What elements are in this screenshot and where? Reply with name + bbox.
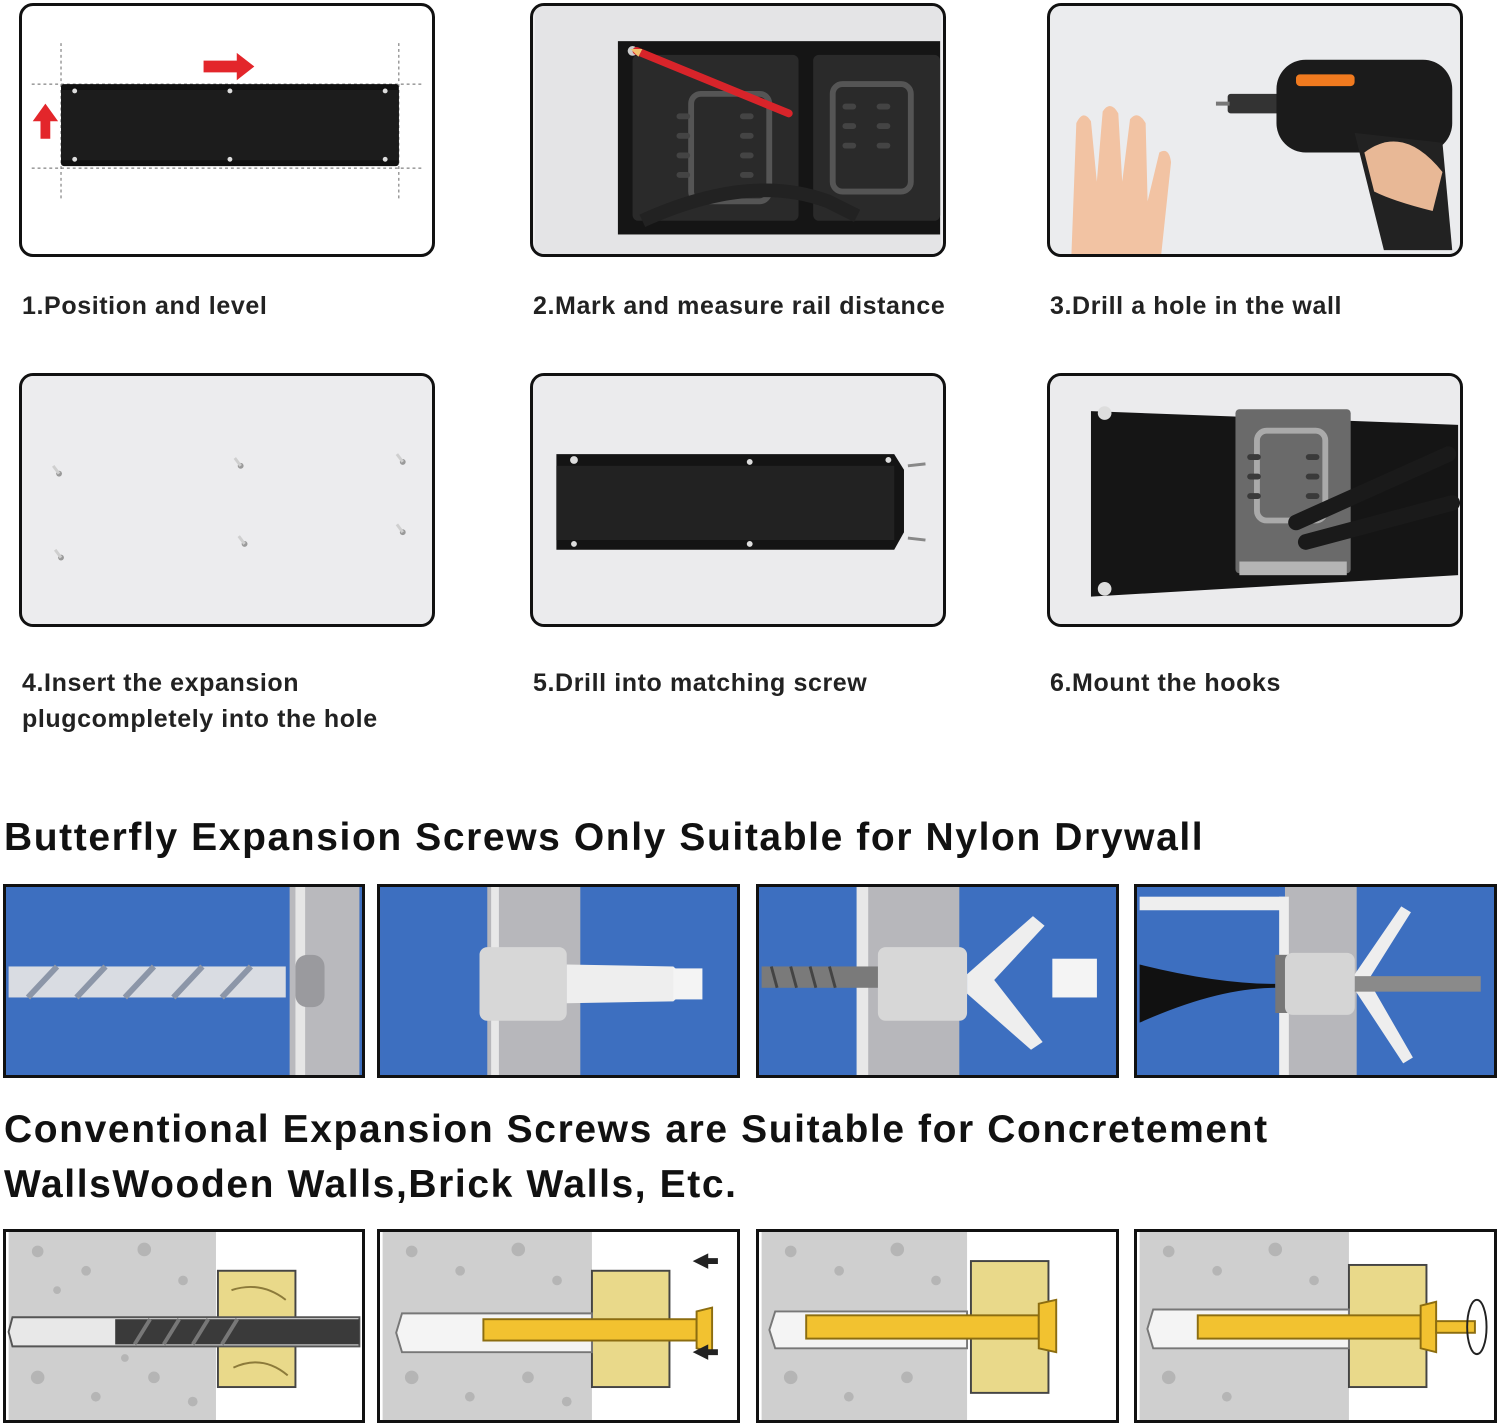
concrete-heading: Conventional Expansion Screws are Suitab… bbox=[4, 1108, 1269, 1206]
step-5-caption: 5.Drill into matching screw bbox=[533, 669, 868, 697]
hand-icon bbox=[1071, 106, 1172, 254]
drywall-step-3-image bbox=[756, 884, 1119, 1078]
step-6-caption: 6.Mount the hooks bbox=[1050, 669, 1282, 697]
drywall-heading: Butterfly Expansion Screws Only Suitable… bbox=[4, 816, 1205, 859]
push-arrow-icon bbox=[692, 1253, 718, 1360]
concrete-step-1-image bbox=[3, 1229, 365, 1423]
step-4-image bbox=[19, 373, 435, 627]
step-2-image bbox=[530, 3, 946, 257]
up-arrow-icon bbox=[32, 103, 59, 139]
step-5-image bbox=[530, 373, 946, 627]
concrete-step-2-image bbox=[377, 1229, 740, 1423]
concrete-step-4-image bbox=[1134, 1229, 1497, 1423]
drywall-step-2-image bbox=[377, 884, 740, 1078]
step-6-image bbox=[1047, 373, 1463, 627]
step-1-caption: 1.Position and level bbox=[22, 292, 268, 320]
step-3-image bbox=[1047, 3, 1463, 257]
step-2-caption: 2.Mark and measure rail distance bbox=[533, 292, 946, 320]
concrete-step-3-image bbox=[756, 1229, 1119, 1423]
drywall-step-4-image bbox=[1134, 884, 1497, 1078]
step-3-caption: 3.Drill a hole in the wall bbox=[1050, 292, 1343, 320]
rotate-arrow-icon bbox=[1466, 1298, 1488, 1356]
step-1-image bbox=[19, 3, 435, 257]
right-arrow-icon bbox=[203, 52, 255, 81]
drywall-step-1-image bbox=[3, 884, 365, 1078]
step-4-caption: 4.Insert the expansion plugcompletely in… bbox=[22, 669, 378, 733]
